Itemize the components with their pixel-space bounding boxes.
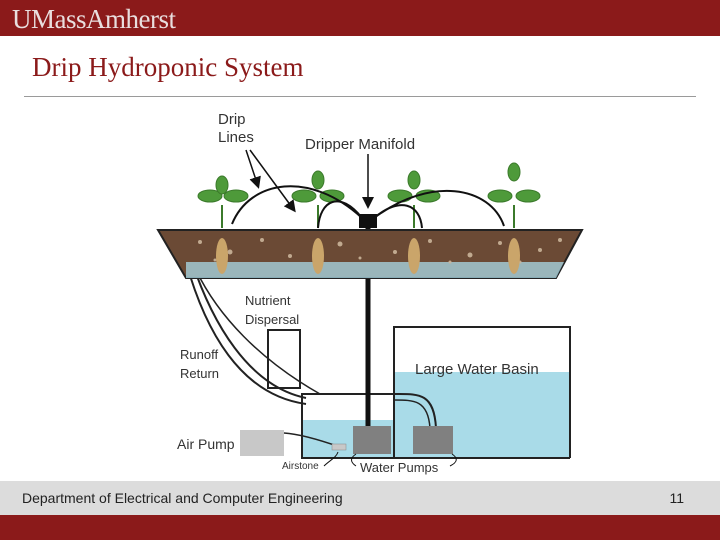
page-number: 11 [669, 490, 684, 506]
water-pump-pointer-1 [351, 453, 357, 467]
water-pump-1 [353, 426, 391, 454]
airstone-pointer [323, 451, 339, 467]
return-line [195, 269, 321, 395]
drip-line-4 [373, 189, 505, 227]
plant-roots [216, 238, 520, 274]
label-airstone: Airstone [282, 461, 319, 472]
soil-texture [198, 238, 562, 264]
plant-4 [487, 162, 541, 228]
title-divider [24, 96, 696, 97]
plant-3 [387, 170, 441, 228]
basin-hose [393, 392, 437, 429]
umass-logo: UMassAmherst [12, 4, 176, 34]
plants [197, 162, 541, 228]
air-pump [240, 430, 284, 456]
runoff-return-tube-inner [191, 261, 307, 399]
footer-department: Department of Electrical and Computer En… [22, 490, 343, 506]
drip-line-2 [317, 200, 363, 229]
drip-lines-arrow-2 [249, 149, 296, 213]
drip-hydroponic-diagram: Drip Lines Dripper Manifold Nutrient Dis… [0, 96, 720, 480]
diagram-canvas: Drip Lines Dripper Manifold Nutrient Dis… [156, 111, 584, 475]
label-air-pump: Air Pump [177, 436, 235, 452]
airstone [331, 443, 347, 451]
water-pump-2 [413, 426, 453, 454]
label-dispersal: Dispersal [245, 312, 299, 327]
grow-tray [156, 229, 584, 279]
label-drip-lines-1: Drip [218, 111, 246, 128]
header-bar: UMassAmherst [0, 0, 720, 36]
basin-hose-inner [393, 399, 431, 429]
runoff-return-tube [185, 261, 307, 405]
basin-walls [393, 326, 571, 458]
reservoir-walls [301, 393, 395, 459]
plant-1 [197, 175, 249, 228]
label-water-pumps: Water Pumps [360, 460, 439, 475]
label-large-water-basin: Large Water Basin [415, 361, 539, 378]
drip-line-1 [231, 185, 363, 225]
dripper-manifold [359, 214, 377, 228]
label-drip-lines-2: Lines [218, 129, 254, 146]
water-pump-pointer-2 [449, 453, 457, 467]
label-runoff: Runoff [180, 347, 218, 362]
label-dripper-manifold: Dripper Manifold [305, 136, 415, 153]
label-return: Return [180, 366, 219, 381]
label-nutrient: Nutrient [245, 293, 291, 308]
grow-tray-water [186, 262, 564, 278]
bottom-brand-bar [0, 515, 720, 540]
drip-lines-arrow-1 [245, 149, 261, 189]
slide-title: Drip Hydroponic System [32, 52, 304, 82]
footer-bar: Department of Electrical and Computer En… [0, 481, 720, 515]
